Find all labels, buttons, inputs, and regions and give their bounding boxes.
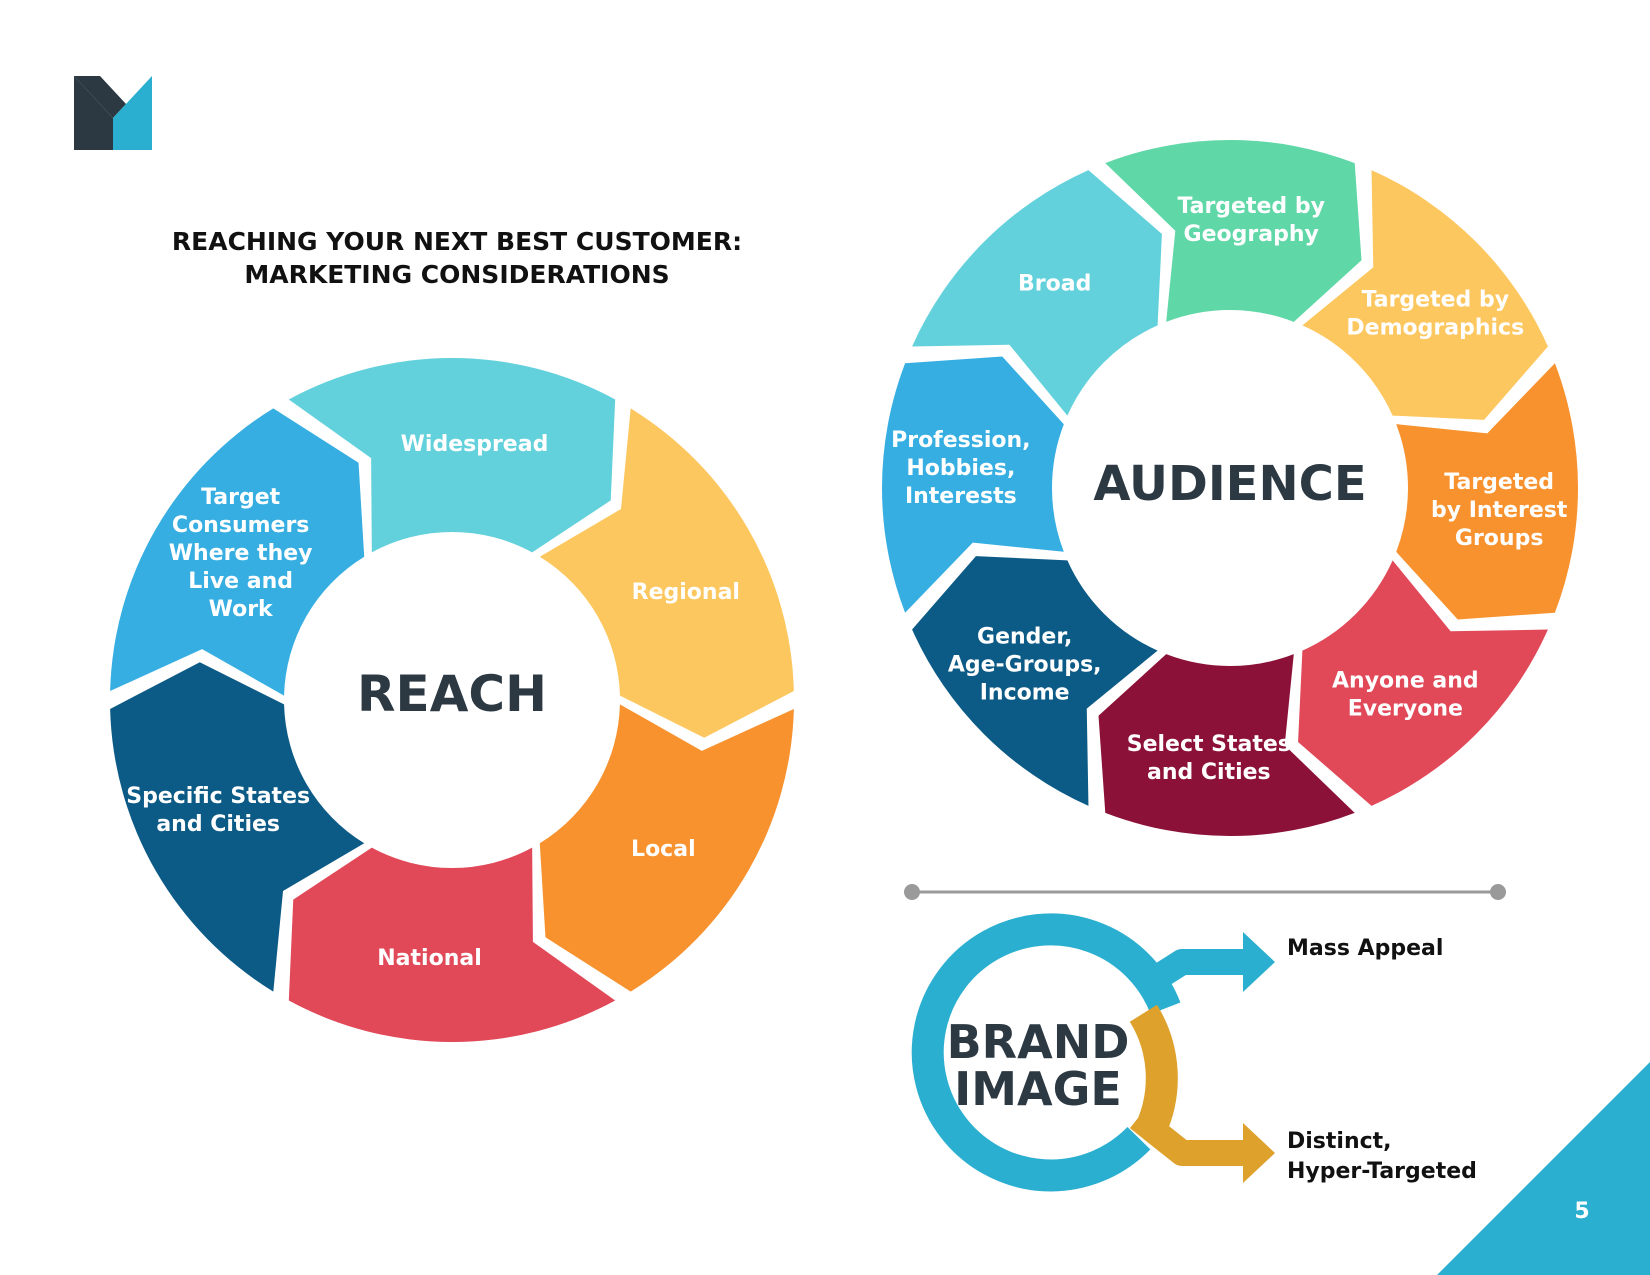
audience-segment-label-6: Gender,Age-Groups,Income <box>948 624 1102 705</box>
reach-segment-label-1: Widespread <box>401 432 549 457</box>
corner-accent <box>1437 1062 1650 1275</box>
hyper-targeted-arrow <box>1129 1107 1245 1166</box>
audience-segment-8 <box>912 170 1162 416</box>
reach-segment-3 <box>539 704 794 992</box>
page-title-line-1: REACHING YOUR NEXT BEST CUSTOMER: <box>172 227 742 256</box>
hyper-targeted-arrow-head <box>1243 1123 1275 1183</box>
audience-segment-7 <box>882 356 1064 613</box>
audience-segment-label-8: Broad <box>1018 272 1091 297</box>
audience-segment-3 <box>1396 363 1578 620</box>
mass-appeal-arrow <box>1131 949 1245 1001</box>
brand-label-line-2: IMAGE <box>954 1062 1122 1116</box>
reach-center-label: REACH <box>357 665 547 723</box>
audience-segment-1 <box>1105 140 1362 322</box>
mass-appeal-arrow-head <box>1243 932 1275 992</box>
reach-segment-5 <box>110 662 365 992</box>
audience-segment-label-7: Profession,Hobbies,Interests <box>891 428 1030 509</box>
page-title-line-2: MARKETING CONSIDERATIONS <box>244 260 669 289</box>
mass-appeal-label: Mass Appeal <box>1287 936 1443 961</box>
brand-image-diagram: BRAND IMAGE Mass Appeal Distinct, Hyper-… <box>911 913 1477 1192</box>
audience-segment-5 <box>1098 654 1355 836</box>
audience-center-label: AUDIENCE <box>1093 456 1366 512</box>
reach-segment-label-2: Regional <box>632 580 740 605</box>
reach-segment-2 <box>539 408 794 738</box>
brand-ring-blue <box>911 913 1181 1192</box>
reach-segment-6 <box>110 408 365 696</box>
reach-segment-4 <box>288 847 616 1043</box>
audience-segment-4 <box>1298 560 1548 806</box>
brand-label-line-1: BRAND <box>947 1015 1130 1069</box>
page-number: 5 <box>1574 1199 1589 1224</box>
audience-segment-6 <box>912 556 1158 806</box>
reach-segment-1 <box>288 358 616 553</box>
reach-segment-label-4: National <box>377 946 481 971</box>
reach-segment-label-3: Local <box>631 837 696 862</box>
company-logo <box>74 76 152 150</box>
hyper-targeted-label-line-1: Distinct, <box>1287 1129 1392 1154</box>
hyper-targeted-label-line-2: Hyper-Targeted <box>1287 1159 1477 1184</box>
section-divider <box>904 884 1506 900</box>
audience-segment-2 <box>1302 170 1548 420</box>
